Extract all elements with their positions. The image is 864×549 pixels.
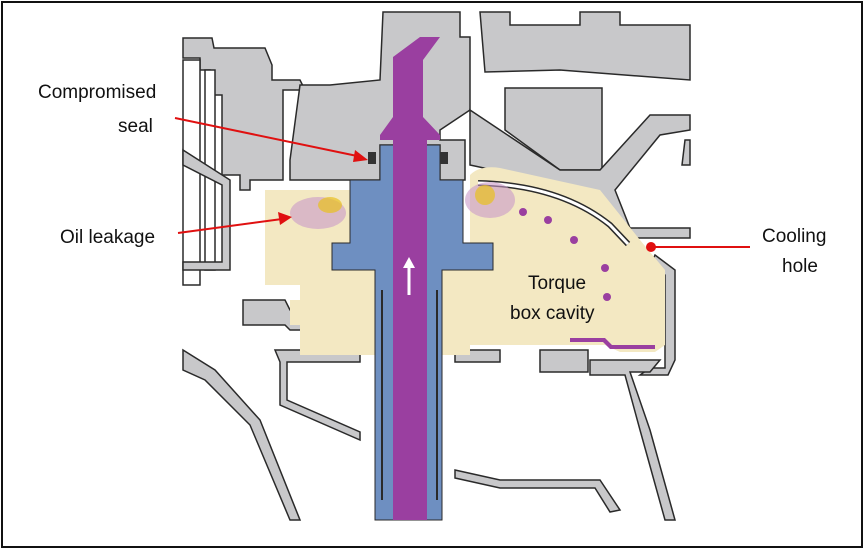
annotation-arrows (174, 117, 750, 252)
label-oil-leakage: Oil leakage (60, 227, 156, 248)
label-compromised-seal-line1: Compromised (38, 82, 157, 103)
label-cooling-hole-line2: hole (782, 256, 818, 277)
label-torque-line1: Torque (528, 273, 587, 294)
label-compromised-seal-line2: seal (118, 116, 153, 137)
oil-film (570, 338, 655, 349)
seal-right (440, 152, 448, 164)
left-cavity (265, 190, 375, 355)
label-cooling-hole-line1: Cooling (762, 226, 827, 247)
metal-structure (182, 11, 691, 521)
oil-mist (290, 182, 611, 301)
seal-left (368, 152, 376, 164)
label-torque-line2: box cavity (510, 303, 595, 324)
